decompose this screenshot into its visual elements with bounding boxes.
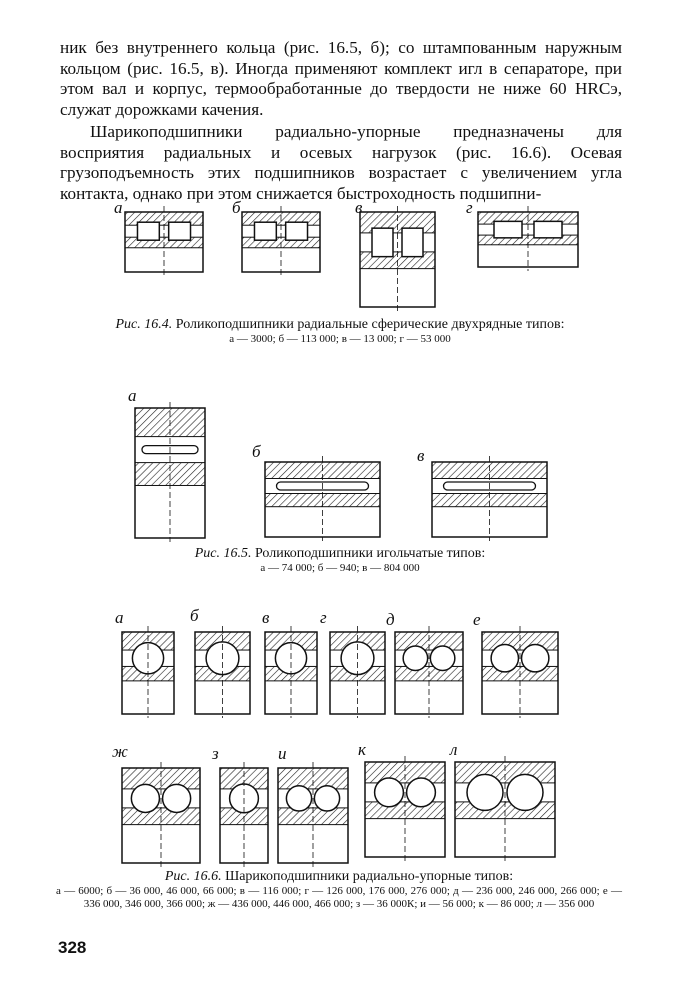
fig166-label-k: к bbox=[358, 740, 366, 759]
fig166-label-e: е bbox=[473, 610, 481, 629]
fig164-label-a: а bbox=[114, 198, 123, 217]
fig166-number: Рис. 16.6. bbox=[164, 869, 222, 884]
fig164-bearing-v-roller bbox=[371, 227, 394, 258]
paragraph-2: Шарикоподшипники радиально-упорные предн… bbox=[60, 122, 622, 203]
fig164-bearing-b-roller bbox=[284, 221, 309, 241]
fig164-bearing-a-roller bbox=[167, 221, 192, 241]
fig166-bearing-5-ball bbox=[490, 643, 520, 673]
fig164-title: Роликоподшипники радиальные сферические … bbox=[175, 317, 565, 332]
fig166-bearing-9-ball bbox=[373, 777, 405, 808]
fig164-bearing-g-roller bbox=[533, 220, 563, 239]
fig166-bearing-4-ball bbox=[429, 645, 456, 672]
fig166-label-i: и bbox=[278, 744, 287, 763]
fig164-caption: Рис. 16.4. Роликоподшипники радиальные с… bbox=[100, 316, 580, 346]
fig166-bearing-8-ball bbox=[285, 785, 313, 812]
fig165-number: Рис. 16.5. bbox=[194, 546, 252, 561]
fig164-bearing-v-roller bbox=[401, 227, 424, 258]
fig166-label-d: д bbox=[386, 610, 395, 629]
page-number: 328 bbox=[58, 938, 87, 957]
fig166-bearing-4-ball bbox=[402, 645, 429, 672]
fig166-title: Шарикоподшипники радиально-упорные типов… bbox=[225, 869, 514, 884]
fig166-bearing-6-ball bbox=[161, 783, 192, 814]
fig165-label-a: а bbox=[128, 386, 137, 405]
fig164-bearing-a-roller bbox=[136, 221, 161, 241]
fig166-label-z: з bbox=[212, 744, 219, 763]
fig166-bearing-5-ball bbox=[520, 643, 550, 673]
fig166-label-zh: ж bbox=[112, 742, 128, 761]
fig166-label-g: г bbox=[320, 608, 327, 627]
fig166-caption: Рис. 16.6. Шарикоподшипники радиально-уп… bbox=[56, 868, 622, 911]
fig166-label-v: в bbox=[262, 608, 270, 627]
fig164-bearing-g-roller bbox=[493, 220, 523, 239]
fig165-caption: Рис. 16.5. Роликоподшипники игольчатые т… bbox=[100, 545, 580, 575]
fig165-types: а — 74 000; б — 940; в — 804 000 bbox=[260, 562, 420, 574]
fig165-title: Роликоподшипники игольчатые типов: bbox=[254, 546, 486, 561]
fig166-bearing-10-ball bbox=[466, 773, 504, 812]
fig165-label-b: б bbox=[252, 442, 261, 461]
fig164-label-b: б bbox=[232, 198, 241, 217]
paragraph-1: ник без внутреннего кольца (рис. 16.5, б… bbox=[60, 38, 622, 119]
fig164-number: Рис. 16.4. bbox=[115, 317, 173, 332]
fig164-bearing-b-roller bbox=[253, 221, 278, 241]
fig166-bearing-10-ball bbox=[506, 773, 544, 812]
fig166-types: а — 6000; б — 36 000, 46 000, 66 000; в … bbox=[56, 885, 622, 910]
fig164-label-g: г bbox=[466, 198, 473, 217]
fig166-label-b: б bbox=[190, 606, 199, 625]
fig166-label-a: а bbox=[115, 608, 124, 627]
fig164-types: а — 3000; б — 113 000; в — 13 000; г — 5… bbox=[229, 333, 451, 345]
fig166-label-l: л bbox=[450, 740, 458, 759]
fig164-label-v: в bbox=[355, 198, 363, 217]
fig166-bearing-6-ball bbox=[130, 783, 161, 814]
fig166-bearing-8-ball bbox=[313, 785, 341, 812]
fig166-bearing-9-ball bbox=[405, 777, 437, 808]
fig165-label-v: в bbox=[417, 446, 425, 465]
